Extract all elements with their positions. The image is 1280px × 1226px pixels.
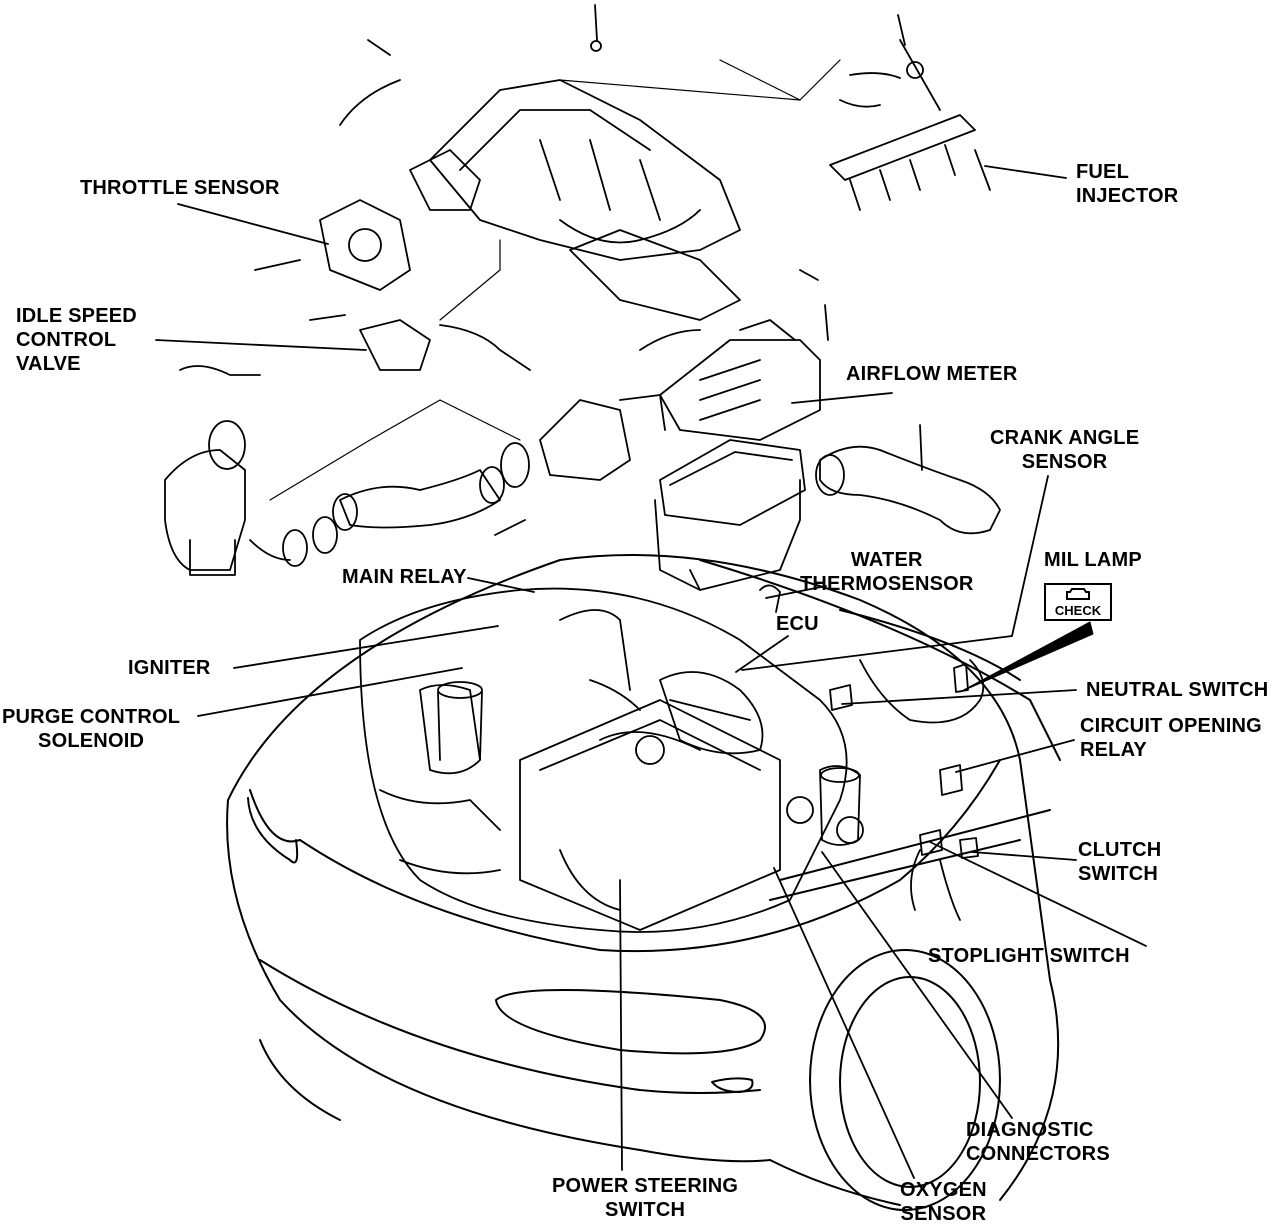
engine-bay (359, 584, 985, 933)
igniter-label: IGNITER (128, 657, 211, 679)
exploded-intake-assembly (164, 4, 1001, 591)
leader-neutral (841, 689, 1077, 705)
leader-main-relay (467, 577, 535, 593)
airflow-meter-label: AIRFLOW METER (846, 363, 1018, 385)
ecu-label: ECU (776, 613, 819, 635)
car-body (226, 554, 1061, 1211)
leader-stoplight (929, 841, 1147, 947)
leader-idle-speed (155, 339, 367, 351)
leader-power-steering (619, 879, 623, 1171)
leader-fuel-injector (984, 165, 1067, 179)
leader-clutch (971, 851, 1077, 861)
leader-crank-angle (741, 475, 1049, 671)
engine-icon (1066, 588, 1090, 600)
leader-purge (197, 667, 463, 717)
mil-lamp-pointer (959, 621, 1094, 693)
check-text: CHECK (1054, 603, 1102, 618)
leader-circuit-relay (955, 739, 1075, 773)
check-engine-lamp-icon: CHECK (1044, 583, 1112, 621)
mil-lamp-label: MIL LAMP (1044, 549, 1142, 571)
leader-throttle-sensor (177, 203, 329, 245)
leader-oxygen (773, 867, 915, 1179)
leader-igniter (233, 625, 499, 669)
leader-ecu (735, 635, 789, 673)
stoplight-switch-label: STOPLIGHT SWITCH (928, 945, 1130, 967)
leader-lines (155, 165, 1147, 1179)
main-relay-label: MAIN RELAY (342, 566, 467, 588)
leader-airflow-meter (791, 392, 893, 404)
leader-diagnostic (821, 851, 1013, 1119)
throttle-sensor-label: THROTTLE SENSOR (80, 177, 280, 199)
neutral-switch-label: NEUTRAL SWITCH (1086, 679, 1269, 701)
leader-water-thermo (765, 585, 827, 599)
